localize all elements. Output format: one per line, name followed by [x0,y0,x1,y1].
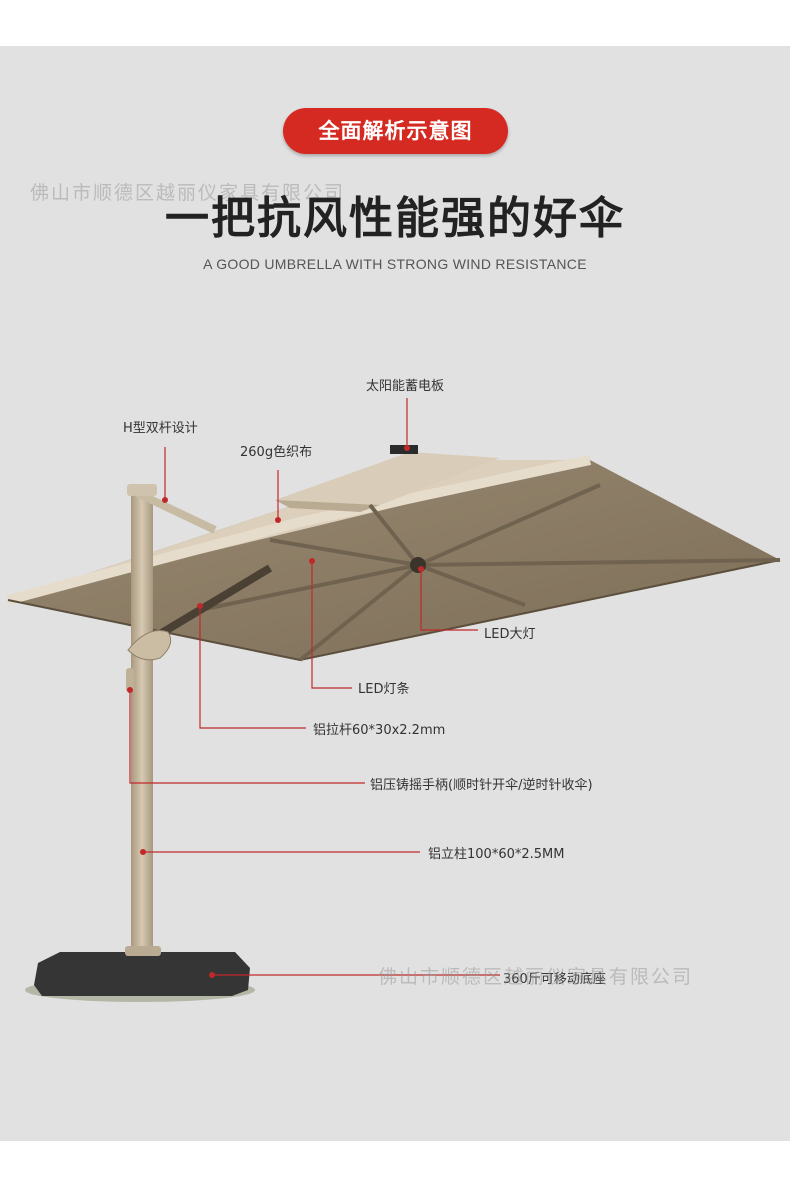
watermark-top: 佛山市顺德区越丽仪家具有限公司 [30,182,346,204]
leader-lines [129,398,500,976]
pull-rod [147,564,273,644]
label-base: 360斤可移动底座 [503,972,606,987]
label-led-big: LED大灯 [484,627,536,642]
aluminum-pole [131,492,153,962]
label-solar: 太阳能蓄电板 [366,379,445,394]
canopy-vent [275,452,500,505]
label-pole: 铝立柱100*60*2.5MM [428,847,565,862]
led-hub-light [410,557,426,573]
movable-base [34,952,250,996]
leader-dots [127,445,424,978]
page-title: 一把抗风性能强的好伞 [165,193,625,244]
label-handle: 铝压铸摇手柄(顺时针开伞/逆时针收伞) [370,778,593,793]
page-subtitle: A GOOD UMBRELLA WITH STRONG WIND RESISTA… [203,256,587,272]
watermark-bottom: 佛山市顺德区越丽仪家具有限公司 [378,966,694,988]
section-badge: 全面解析示意图 [283,108,508,154]
label-h-frame: H型双杆设计 [123,421,198,436]
label-fabric: 260g色织布 [240,445,313,460]
h-frame-arm [133,488,217,534]
solar-panel [390,445,418,454]
canopy-ribs [199,483,781,662]
label-pull-rod: 铝拉杆60*30x2.2mm [313,723,446,738]
label-led-strip: LED灯条 [358,682,410,697]
crank-handle [127,630,172,661]
canopy-rim [6,455,592,605]
